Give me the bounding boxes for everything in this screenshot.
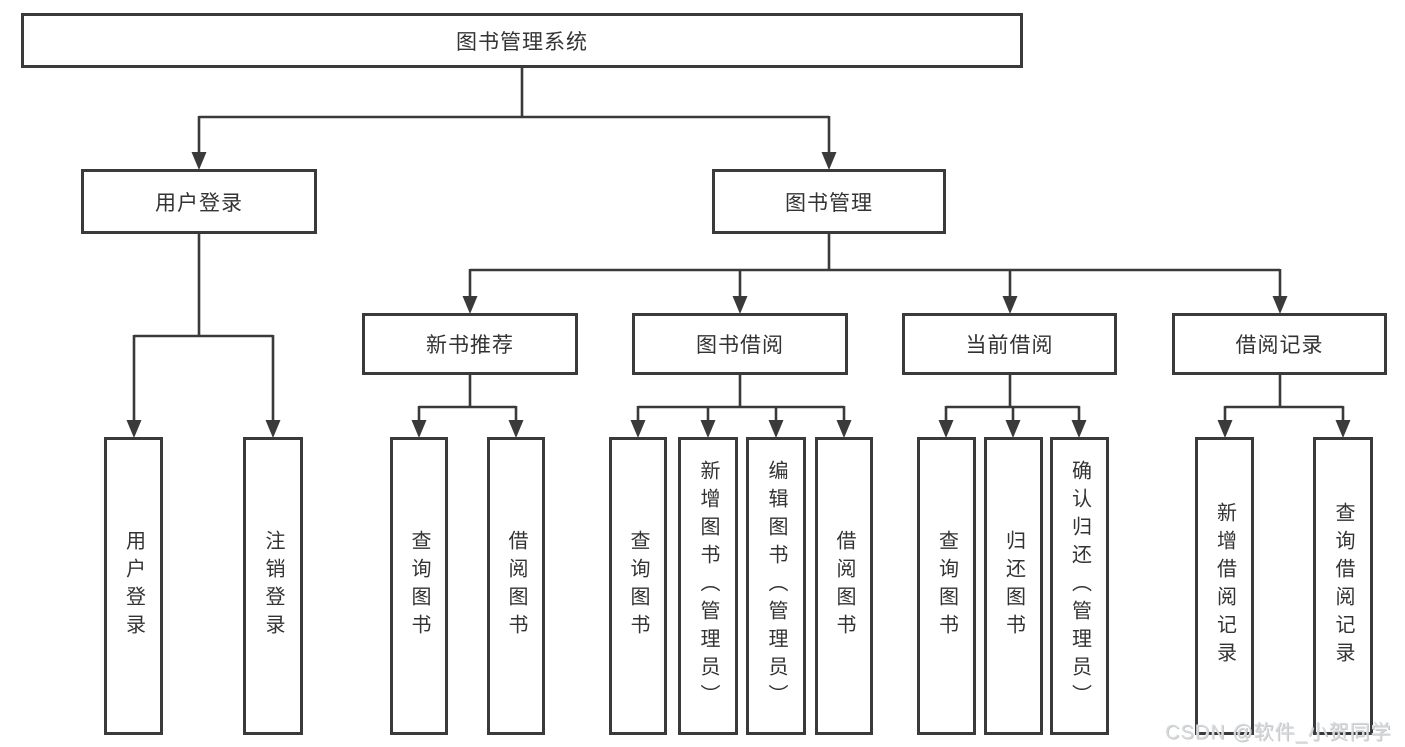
node-book-borrowing: 图书借阅 bbox=[632, 313, 848, 375]
leaf-edit-book-admin: 编辑图书（管理员） bbox=[746, 437, 806, 735]
node-book-management-label: 图书管理 bbox=[785, 191, 873, 215]
leaf-user-login-label: 用户登录 bbox=[122, 530, 145, 642]
leaf-query-borrow-record-label: 查询借阅记录 bbox=[1332, 502, 1354, 670]
leaf-edit-book-admin-label: 编辑图书（管理员） bbox=[765, 460, 787, 712]
leaf-add-borrow-record: 新增借阅记录 bbox=[1195, 437, 1254, 735]
node-borrowing-records-label: 借阅记录 bbox=[1235, 334, 1324, 357]
leaf-add-borrow-record-label: 新增借阅记录 bbox=[1213, 502, 1236, 670]
node-new-book-recommendation-label: 新书推荐 bbox=[426, 334, 514, 357]
leaf-borrow-books-recommend-label: 借阅图书 bbox=[505, 530, 527, 642]
node-new-book-recommendation: 新书推荐 bbox=[362, 313, 578, 375]
node-current-borrowing: 当前借阅 bbox=[902, 313, 1117, 375]
leaf-logout: 注销登录 bbox=[243, 437, 303, 735]
leaf-add-book-admin: 新增图书（管理员） bbox=[678, 437, 738, 735]
node-current-borrowing-label: 当前借阅 bbox=[965, 334, 1054, 357]
leaf-query-borrow-record: 查询借阅记录 bbox=[1313, 437, 1373, 735]
leaf-query-books-recommend: 查询图书 bbox=[390, 437, 448, 735]
watermark-text: CSDN @软件_小贺同学 bbox=[1165, 722, 1392, 744]
node-book-management: 图书管理 bbox=[712, 169, 946, 234]
leaf-return-books: 归还图书 bbox=[984, 437, 1043, 735]
node-book-borrowing-label: 图书借阅 bbox=[696, 334, 784, 357]
leaf-query-books-borrowing-label: 查询图书 bbox=[627, 530, 649, 642]
leaf-borrow-books-recommend: 借阅图书 bbox=[487, 437, 545, 735]
node-library-system: 图书管理系统 bbox=[21, 13, 1023, 68]
leaf-query-books-recommend-label: 查询图书 bbox=[408, 530, 430, 642]
leaf-query-books-borrowing: 查询图书 bbox=[609, 437, 667, 735]
leaf-return-books-label: 归还图书 bbox=[1002, 530, 1025, 642]
leaf-user-login: 用户登录 bbox=[104, 437, 163, 735]
node-user-login-label: 用户登录 bbox=[155, 191, 243, 215]
leaf-borrow-books-borrowing: 借阅图书 bbox=[815, 437, 873, 735]
leaf-confirm-return-admin: 确认归还（管理员） bbox=[1050, 437, 1109, 735]
leaf-borrow-books-borrowing-label: 借阅图书 bbox=[833, 530, 855, 642]
leaf-logout-label: 注销登录 bbox=[262, 530, 284, 642]
leaf-query-books-current-label: 查询图书 bbox=[935, 530, 958, 642]
leaf-confirm-return-admin-label: 确认归还（管理员） bbox=[1068, 460, 1091, 712]
node-library-system-label: 图书管理系统 bbox=[456, 30, 588, 54]
leaf-query-books-current: 查询图书 bbox=[917, 437, 976, 735]
leaf-add-book-admin-label: 新增图书（管理员） bbox=[697, 460, 719, 712]
node-user-login: 用户登录 bbox=[81, 169, 317, 234]
watermark: CSDN @软件_小贺同学 bbox=[1165, 716, 1392, 745]
node-borrowing-records: 借阅记录 bbox=[1172, 313, 1387, 375]
